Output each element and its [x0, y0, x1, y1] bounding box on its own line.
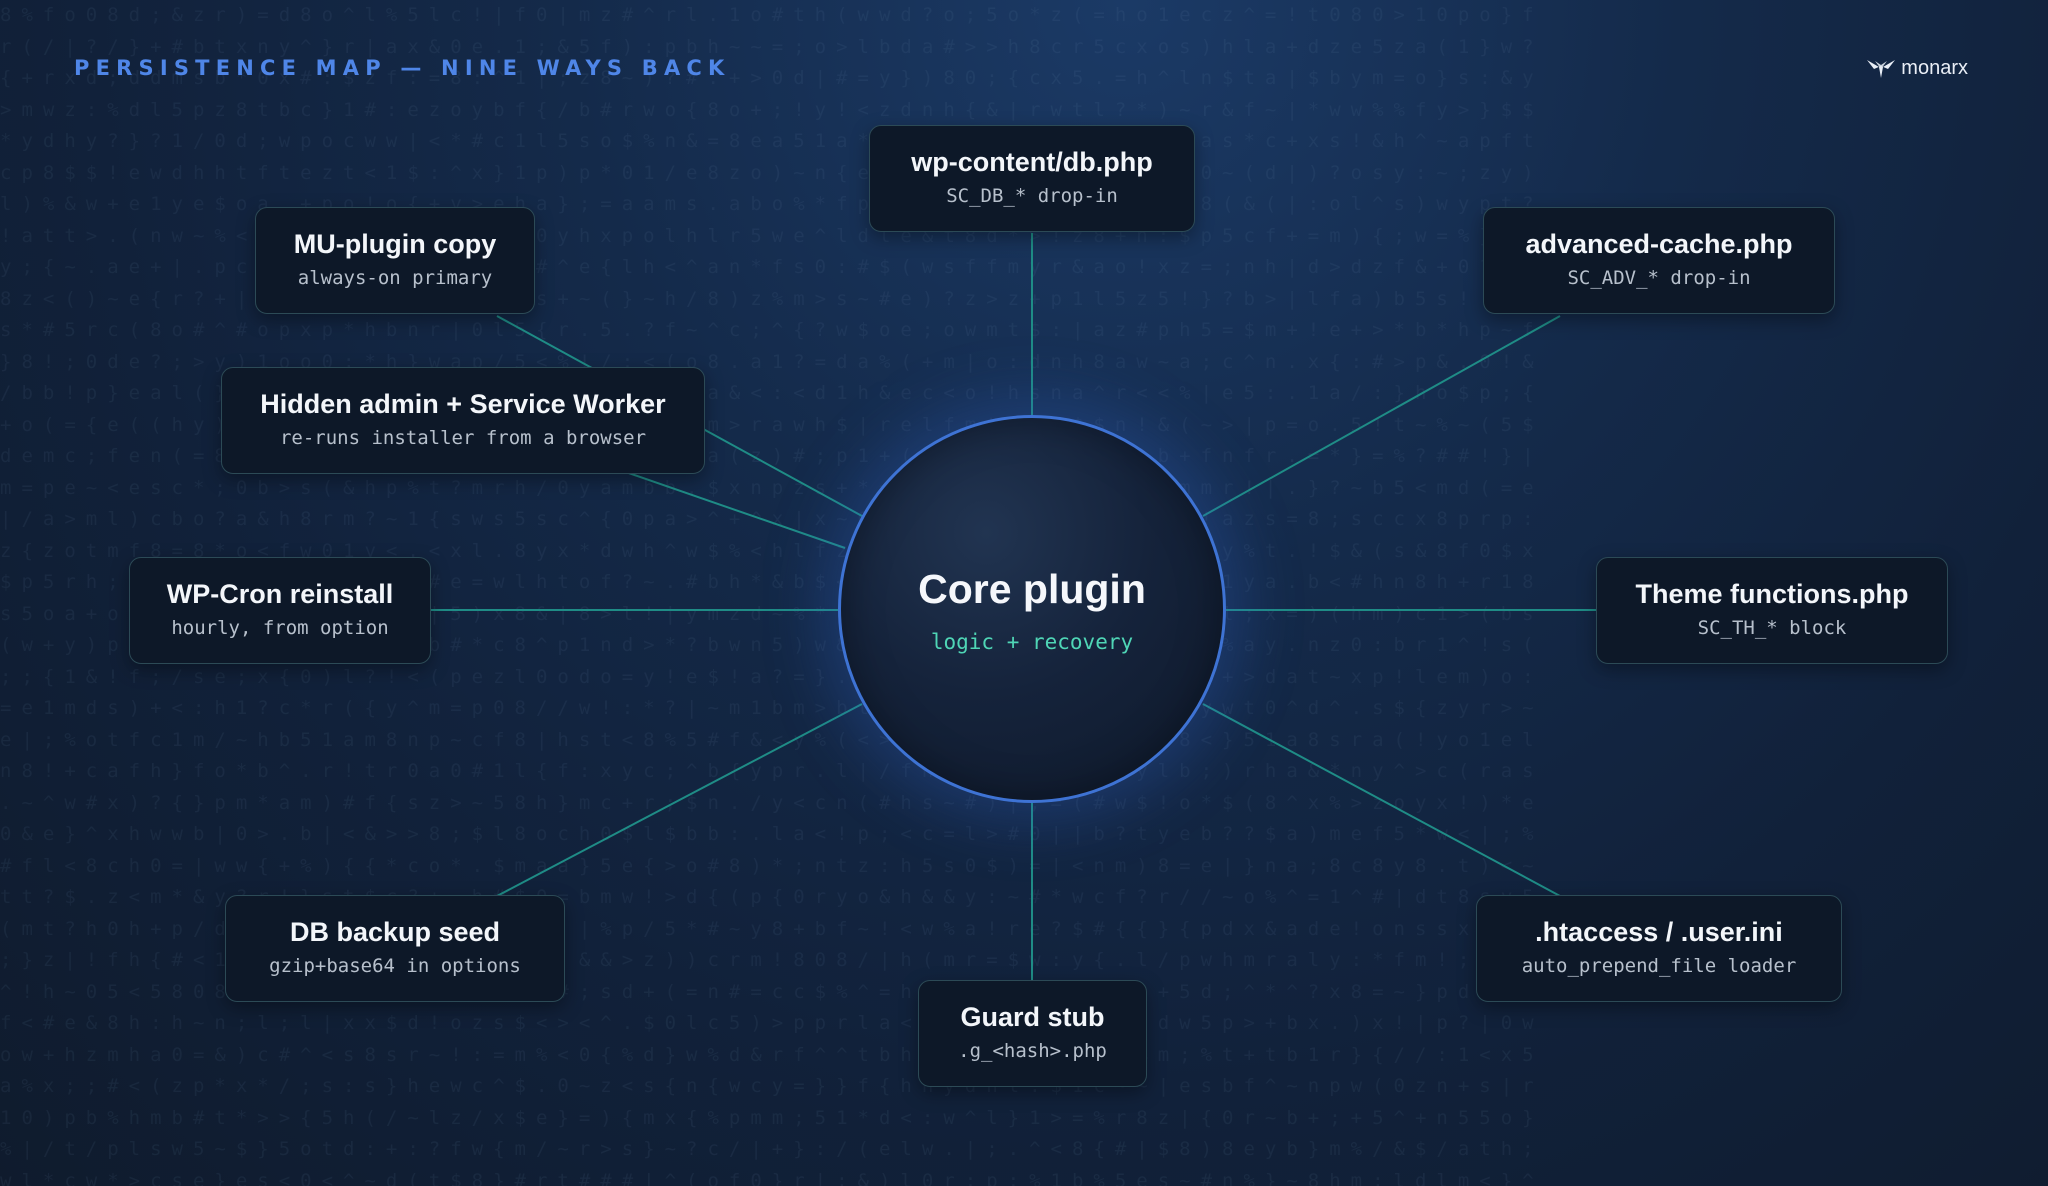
node-wp-cron-reinstall: WP-Cron reinstall hourly, from option: [129, 557, 431, 664]
node-db-backup-seed: DB backup seed gzip+base64 in options: [225, 895, 565, 1002]
node-title: advanced-cache.php: [1525, 229, 1793, 259]
node-title: wp-content/db.php: [911, 147, 1153, 177]
connector-advanced-cache: [1202, 315, 1561, 517]
node-mu-plugin-copy: MU-plugin copy always-on primary: [255, 207, 535, 314]
connector-htaccess: [1202, 703, 1561, 897]
node-title: DB backup seed: [289, 917, 501, 947]
node-subtitle: SC_DB_* drop-in: [946, 185, 1118, 207]
core-plugin-node: Core plugin logic + recovery: [838, 415, 1226, 803]
node-subtitle: SC_ADV_* drop-in: [1567, 267, 1751, 289]
node-theme-functions: Theme functions.php SC_TH_* block: [1596, 557, 1948, 664]
node-title: .htaccess / .user.ini: [1535, 917, 1783, 947]
node-subtitle: SC_TH_* block: [1697, 617, 1847, 639]
brand-logo: monarx: [1866, 57, 1968, 80]
connector-db-backup: [496, 703, 863, 897]
node-subtitle: .g_<hash>.php: [958, 1040, 1107, 1062]
page-title: PERSISTENCE MAP — NINE WAYS BACK: [74, 56, 731, 80]
node-subtitle: gzip+base64 in options: [269, 955, 521, 977]
node-subtitle: re-runs installer from a browser: [279, 427, 647, 449]
core-title: Core plugin: [918, 566, 1146, 612]
node-title: Theme functions.php: [1635, 579, 1909, 609]
brand-name: monarx: [1901, 57, 1968, 79]
connector-hidden-admin: [619, 469, 846, 549]
node-advanced-cache: advanced-cache.php SC_ADV_* drop-in: [1483, 207, 1835, 314]
core-subtitle: logic + recovery: [930, 630, 1134, 654]
node-db-php: wp-content/db.php SC_DB_* drop-in: [869, 125, 1195, 232]
node-subtitle: always-on primary: [297, 267, 493, 289]
node-title: Hidden admin + Service Worker: [260, 389, 666, 419]
bird-logo-icon: [1867, 59, 1896, 78]
node-subtitle: hourly, from option: [171, 617, 389, 639]
node-hidden-admin-service-worker: Hidden admin + Service Worker re-runs in…: [221, 367, 705, 474]
node-title: Guard stub: [960, 1002, 1105, 1032]
node-htaccess-user-ini: .htaccess / .user.ini auto_prepend_file …: [1476, 895, 1842, 1002]
node-guard-stub: Guard stub .g_<hash>.php: [918, 980, 1147, 1087]
node-title: MU-plugin copy: [293, 229, 497, 259]
node-title: WP-Cron reinstall: [166, 579, 394, 609]
node-subtitle: auto_prepend_file loader: [1521, 955, 1797, 977]
